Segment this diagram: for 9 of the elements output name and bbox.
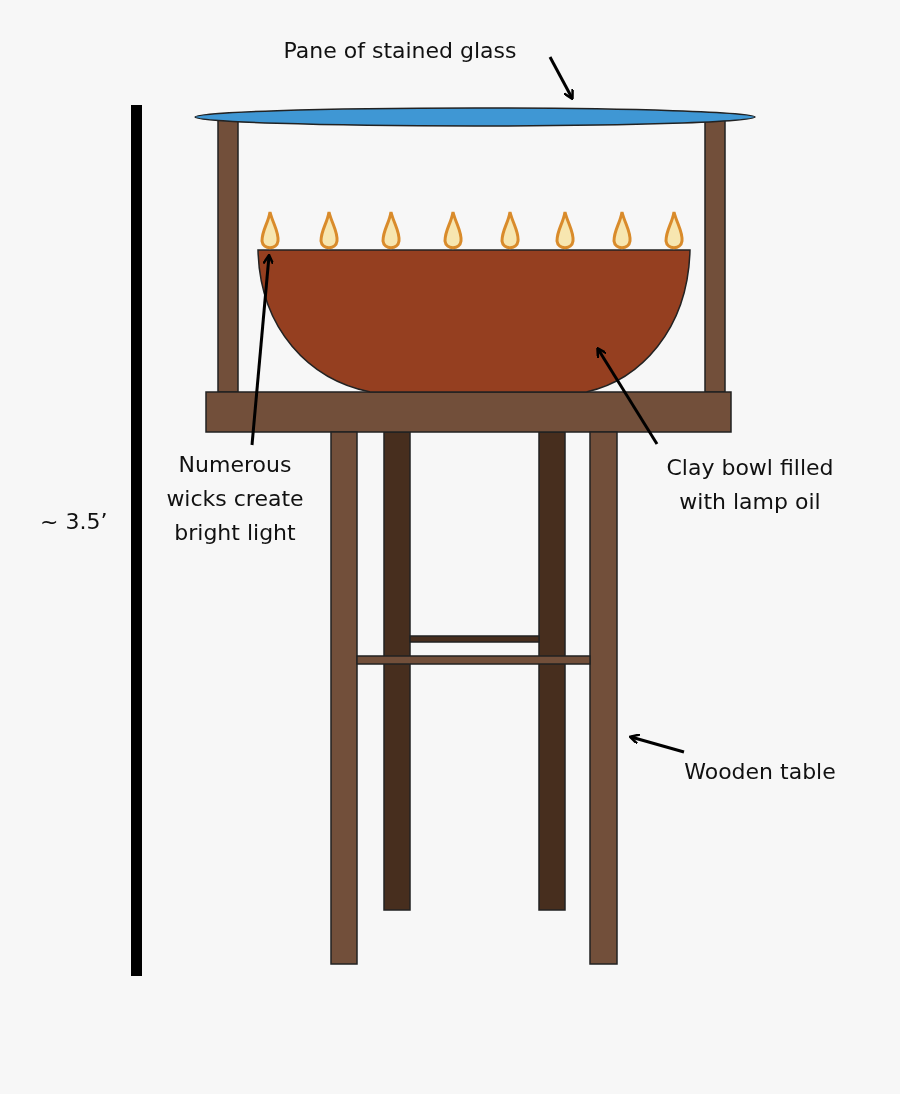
leader-line <box>250 253 275 446</box>
part-label: Numerous wicks create bright light <box>145 448 325 550</box>
part-label: Wooden table <box>660 755 860 789</box>
glass-pane <box>194 107 756 127</box>
leader-line <box>628 733 685 754</box>
part-label: Clay bowl filled with lamp oil <box>645 451 855 519</box>
dimension-label: ~ 3.5’ <box>40 508 108 536</box>
part-label: Pane of stained glass <box>250 34 550 68</box>
leader-line <box>548 56 574 101</box>
